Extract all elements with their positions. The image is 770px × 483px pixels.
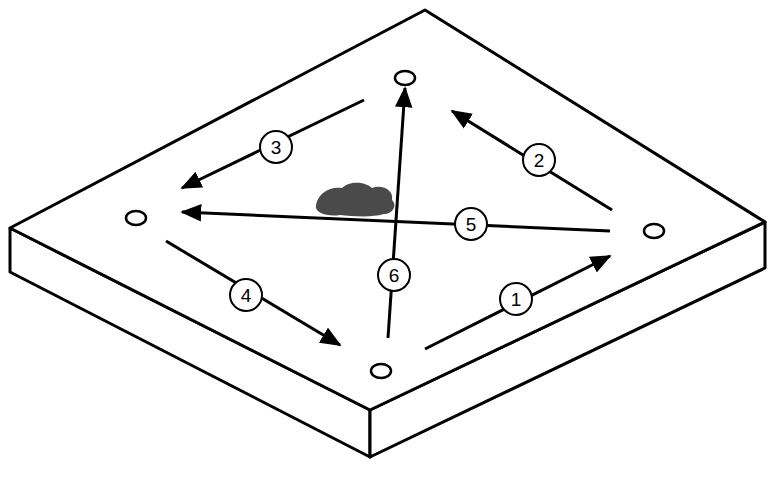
- callout-circle: 4: [229, 278, 263, 312]
- callout-circle: 1: [499, 282, 533, 316]
- callout-number: 4: [241, 286, 252, 305]
- callout-number: 5: [466, 215, 477, 234]
- callout-number: 3: [271, 138, 282, 157]
- callout-circle: 5: [454, 207, 488, 241]
- callout-number: 6: [389, 266, 400, 285]
- callout-circle: 6: [377, 258, 411, 292]
- callout-number: 1: [511, 290, 522, 309]
- callout-number: 2: [534, 151, 545, 170]
- callout-circle: 2: [522, 143, 556, 177]
- callout-circle: 3: [259, 130, 293, 164]
